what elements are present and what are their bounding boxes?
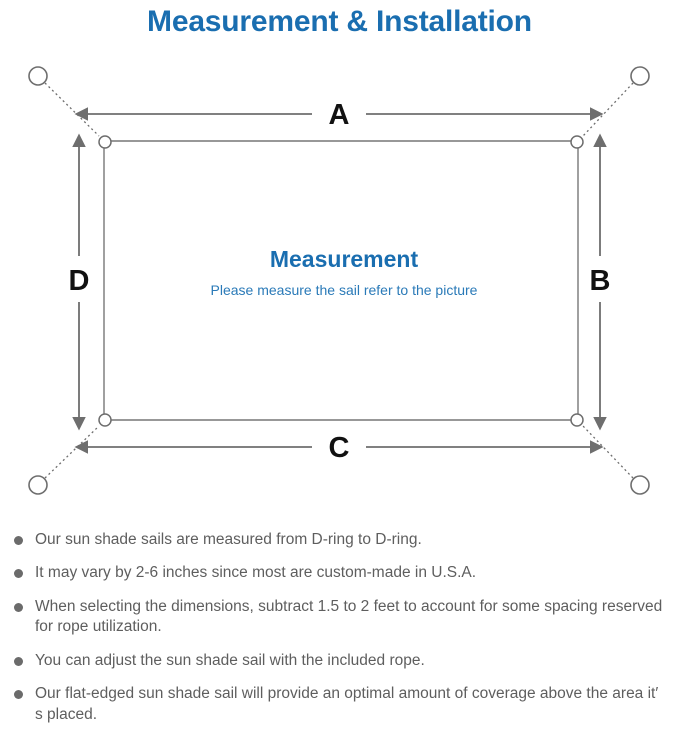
d-ring-bottom-left — [98, 413, 112, 427]
bullet-icon — [14, 602, 23, 612]
note-text: You can adjust the sun shade sail with t… — [35, 651, 425, 669]
bullet-icon — [14, 690, 23, 700]
dimension-a: A — [74, 99, 604, 131]
dimension-b-label: B — [590, 265, 611, 297]
bullet-icon — [14, 536, 23, 545]
anchor-ring-bottom-left — [28, 475, 48, 495]
dimension-d: D — [69, 133, 90, 431]
title-bar: Measurement & Installation — [0, 0, 679, 44]
anchor-ring-bottom-right — [630, 475, 650, 495]
rope-bottom-right — [582, 425, 634, 479]
list-item: It may vary by 2-6 inches since most are… — [14, 563, 665, 583]
list-item: Our sun shade sails are measured from D-… — [14, 530, 665, 550]
anchor-ring-top-left — [28, 66, 48, 86]
d-ring-top-right — [570, 135, 584, 149]
bullet-icon — [14, 569, 23, 579]
measurement-diagram-svg: A C D B Measurement Please measure the s… — [28, 66, 650, 495]
rope-top-left — [44, 82, 100, 137]
note-text: Our flat-edged sun shade sail will provi… — [35, 685, 659, 723]
note-text: When selecting the dimensions, subtract … — [35, 597, 663, 636]
notes-list: Our sun shade sails are measured from D-… — [0, 524, 679, 739]
list-item: When selecting the dimensions, subtract … — [14, 597, 665, 638]
page-title: Measurement & Installation — [147, 5, 532, 38]
anchor-rings — [28, 66, 650, 495]
note-text: Our sun shade sails are measured from D-… — [35, 531, 422, 548]
note-text: It may vary by 2-6 inches since most are… — [35, 564, 477, 582]
list-item: You can adjust the sun shade sail with t… — [14, 651, 665, 671]
dimension-d-label: D — [69, 265, 90, 297]
anchor-ring-top-right — [630, 66, 650, 86]
bullet-icon — [14, 656, 23, 666]
rope-top-right — [582, 82, 634, 137]
dimension-c-label: C — [329, 432, 350, 464]
d-ring-bottom-right — [570, 413, 584, 427]
rope-lines — [44, 82, 634, 479]
diagram-center-subheading: Please measure the sail refer to the pic… — [211, 282, 478, 298]
dimension-c: C — [74, 432, 604, 464]
shade-sail-body — [103, 140, 579, 421]
diagram-center-heading: Measurement — [270, 246, 419, 272]
list-item: Our flat-edged sun shade sail will provi… — [14, 684, 665, 725]
dimension-a-label: A — [329, 99, 350, 131]
measurement-diagram: A C D B Measurement Please measure the s… — [0, 44, 679, 522]
dimension-b: B — [590, 133, 611, 431]
rope-bottom-left — [44, 425, 100, 479]
d-rings — [98, 135, 584, 427]
d-ring-top-left — [98, 135, 112, 149]
